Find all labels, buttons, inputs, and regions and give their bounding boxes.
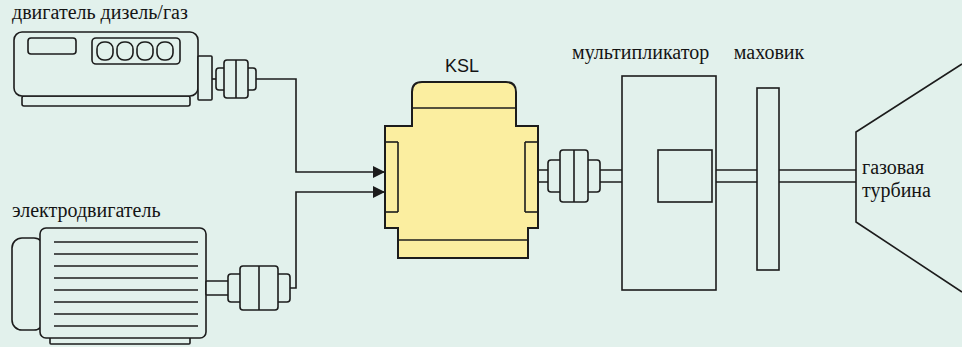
- motor-body: [40, 228, 206, 338]
- motor-shaft: [206, 281, 230, 295]
- cooling-fin: [54, 277, 198, 279]
- coupling-hub: [560, 150, 588, 202]
- coupling-hub: [224, 60, 248, 98]
- coupling-symbol: [548, 150, 600, 202]
- node-label: электродвигатель: [12, 199, 161, 222]
- shaft-connector: [716, 170, 757, 182]
- cooling-fin: [54, 325, 198, 327]
- node-label: двигатель дизель/газ: [12, 1, 188, 24]
- engine-coupling: [216, 60, 256, 98]
- ksl-unit-drawing: [378, 52, 546, 264]
- node-label: газовая турбина: [862, 156, 956, 202]
- cooling-fin: [54, 241, 198, 243]
- housing-notch: [524, 142, 526, 212]
- cylinder: [117, 42, 133, 60]
- gear-stage: [658, 150, 712, 202]
- housing-notch: [397, 142, 399, 212]
- connector-line: [256, 79, 385, 172]
- cylinder: [97, 42, 113, 60]
- ksl-unit: KSL: [378, 52, 546, 264]
- connector-line: [716, 169, 757, 171]
- cylinder: [157, 42, 173, 60]
- shaft-connector: [779, 170, 856, 182]
- engine-block: [14, 32, 198, 96]
- coupling-split: [258, 266, 260, 310]
- housing-notch: [525, 211, 538, 213]
- cylinder: [137, 42, 153, 60]
- flywheel: маховик: [726, 38, 812, 274]
- node-label: KSL: [445, 56, 479, 77]
- cooling-fin: [54, 253, 198, 255]
- arrow-connector: [290, 192, 385, 288]
- turbine-casing: [856, 64, 962, 292]
- node-label: маховик: [734, 41, 805, 64]
- cooling-fin: [54, 265, 198, 267]
- diesel-engine: двигатель дизель/газ: [6, 0, 262, 112]
- connector-line: [779, 181, 856, 183]
- connector-line: [290, 192, 385, 288]
- cooling-fin: [54, 289, 198, 291]
- coupling-split: [235, 60, 237, 98]
- housing-notch: [385, 141, 398, 143]
- ksl-housing: [385, 82, 538, 258]
- arrow-connector: [256, 79, 385, 172]
- cylinder-panel: [92, 38, 180, 64]
- gas-turbine: газовая турбина: [852, 60, 962, 296]
- coupling-hub: [240, 266, 278, 310]
- flywheel-drawing: [726, 38, 812, 274]
- multiplier-gearbox-drawing: [568, 38, 722, 294]
- electric-motor: электродвигатель: [6, 197, 294, 347]
- coupling-split: [573, 150, 575, 202]
- gearbox-casing: [622, 76, 716, 290]
- multiplier-gearbox: мультипликатор: [568, 38, 722, 294]
- connector-line: [716, 181, 757, 183]
- housing-notch: [525, 141, 538, 143]
- cooling-fin: [54, 313, 198, 315]
- engine-head: [28, 38, 76, 54]
- housing-seam: [412, 107, 516, 109]
- motor-coupling: [228, 266, 290, 310]
- housing-notch: [385, 211, 398, 213]
- turbine-fill: [856, 64, 962, 292]
- node-label: мультипликатор: [572, 41, 709, 64]
- engine-flange: [198, 56, 212, 100]
- cooling-fin: [54, 301, 198, 303]
- flywheel-disc: [757, 88, 779, 270]
- housing-base-line: [398, 239, 528, 241]
- engine-base: [22, 96, 190, 106]
- connector-line: [779, 169, 856, 171]
